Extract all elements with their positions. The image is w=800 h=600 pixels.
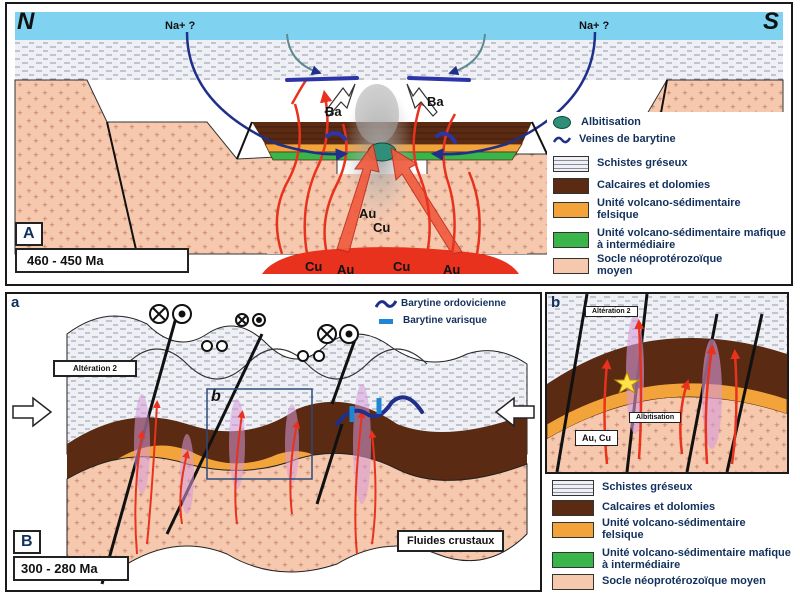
legend-a-label-socle: Socle néoprotérozoïque moyen: [597, 253, 723, 277]
legend-a-label-albitisation: Albitisation: [581, 115, 641, 128]
inset-frame: [206, 388, 313, 480]
legend-a-label-mafique: Unité volcano-sédimentaire mafique à int…: [597, 227, 786, 251]
barite-varisque-swatch-icon: [379, 318, 393, 324]
magma-label-1: Cu: [305, 259, 323, 274]
legend-a-barytine: Veines de barytine: [553, 133, 676, 146]
fault-motion-marks: [152, 307, 353, 341]
fluides-crustaux-label: Fluides crustaux: [397, 530, 505, 552]
panel-a-letter: A: [15, 222, 43, 246]
barite-vein-swatch-icon: [553, 136, 571, 144]
felsic-swatch-b: [552, 521, 594, 538]
legend-b-bottom: Schistes gréseux Calcaires et dolomies U…: [548, 478, 793, 596]
legend-b-label-mafique: Unité volcano-sédimentaire mafique à int…: [602, 547, 791, 571]
au-label: Au: [359, 206, 377, 221]
compression-arrow-right: [494, 396, 535, 428]
panel-b-main: + +: [5, 292, 542, 592]
mafic-swatch-b: [552, 551, 594, 568]
magma-label-2: Au: [337, 262, 355, 277]
schist-layer: [15, 40, 783, 80]
panel-b-age: 300 - 280 Ma: [13, 556, 129, 581]
south-label: S: [763, 8, 780, 35]
legend-a-felsique: Unité volcano-sédimentaire felsique: [553, 197, 777, 221]
limestone-swatch: [553, 178, 589, 194]
legend-a-albitisation: Albitisation: [553, 116, 641, 129]
inset-alteration-label: Altération 2: [585, 306, 638, 317]
legend-b-label-felsique: Unité volcano-sédimentaire felsique: [602, 517, 746, 541]
na-left-label: Na+ ?: [165, 20, 196, 32]
fluid-paths-b: [134, 400, 377, 555]
legend-b-varisque: Barytine varisque: [375, 315, 487, 327]
legend-b-schistes: Schistes gréseux: [552, 480, 693, 496]
legend-b-top: Barytine ordovicienne Barytine varisque: [375, 298, 540, 338]
legend-a: Albitisation Veines de barytine Schistes…: [547, 112, 787, 278]
schist-swatch: [553, 156, 589, 172]
inset-label-b: b: [211, 388, 221, 405]
legend-a-schistes: Schistes gréseux: [553, 156, 688, 172]
limestone-swatch-b: [552, 500, 594, 516]
north-label: N: [17, 8, 35, 35]
inset-albitisation-label: Albitisation: [629, 412, 682, 423]
alteration-2-label: Altération 2: [53, 360, 138, 377]
barite-varisque-b: [349, 398, 382, 422]
legend-a-label-calcaires: Calcaires et dolomies: [597, 179, 711, 192]
panel-a-age: 460 - 450 Ma: [15, 248, 189, 273]
na-right-label: Na+ ?: [579, 20, 610, 32]
basement-swatch-b: [552, 574, 594, 590]
fluid-arrow-left: [336, 142, 380, 253]
inset-fluid-arrows: [601, 319, 741, 465]
legend-b-label-varisque: Barytine varisque: [403, 315, 487, 326]
cu-label: Cu: [373, 220, 391, 235]
fold-traces: [126, 348, 428, 380]
legend-b-ordovicienne: Barytine ordovicienne: [375, 298, 506, 310]
fluid-paths-a: [275, 78, 481, 255]
felsic-swatch: [553, 201, 589, 218]
compression-arrow-left: [12, 396, 53, 428]
legend-b-label-socle: Socle néoprotérozoïque moyen: [602, 575, 766, 588]
legend-b-felsique: Unité volcano-sédimentaire felsique: [552, 517, 782, 541]
panel-a: + +: [5, 2, 793, 286]
barite-veins-a: [285, 76, 471, 144]
legend-b-calcaires: Calcaires et dolomies: [552, 500, 715, 516]
recharge-arrows: [286, 33, 486, 76]
sea-layer: [15, 12, 783, 40]
albitisation-swatch-icon: [553, 116, 571, 129]
schist-swatch-b: [552, 480, 594, 496]
panel-b-letter: B: [13, 530, 41, 554]
legend-a-mafique: Unité volcano-sédimentaire mafique à int…: [553, 227, 787, 251]
panel-b-inset: + + b Altérat: [545, 292, 789, 474]
legend-a-socle: Socle néoprotérozoïque moyen: [553, 253, 757, 277]
legend-a-label-barytine: Veines de barytine: [579, 133, 676, 145]
legend-b-mafique: Unité volcano-sédimentaire mafique à int…: [552, 547, 792, 571]
legend-a-label-schistes: Schistes gréseux: [597, 157, 688, 170]
inset-au-cu-label: Au, Cu: [575, 430, 618, 446]
legend-b-label-schistes: Schistes gréseux: [602, 481, 693, 494]
legend-b-label-calcaires: Calcaires et dolomies: [602, 501, 716, 514]
ba-arrows: [324, 83, 438, 117]
na-downflow: [185, 31, 597, 161]
sub-label-a: a: [11, 294, 20, 311]
ba-right-label: Ba: [427, 94, 444, 109]
magma-label-4: Au: [443, 262, 461, 277]
inset-sub-label: b: [551, 294, 561, 311]
mafic-swatch: [553, 231, 589, 248]
mineralization-star-icon: [613, 370, 641, 395]
magma-label-3: Cu: [393, 259, 411, 274]
legend-a-calcaires: Calcaires et dolomies: [553, 178, 710, 194]
barite-ordovician-swatch-icon: [375, 300, 397, 308]
legend-b-socle: Socle néoprotérozoïque moyen: [552, 574, 772, 590]
ba-left-label: Ba: [325, 104, 342, 119]
legend-b-label-ordovicienne: Barytine ordovicienne: [401, 297, 507, 309]
basement-swatch: [553, 257, 589, 274]
legend-a-label-felsique: Unité volcano-sédimentaire felsique: [597, 197, 741, 221]
